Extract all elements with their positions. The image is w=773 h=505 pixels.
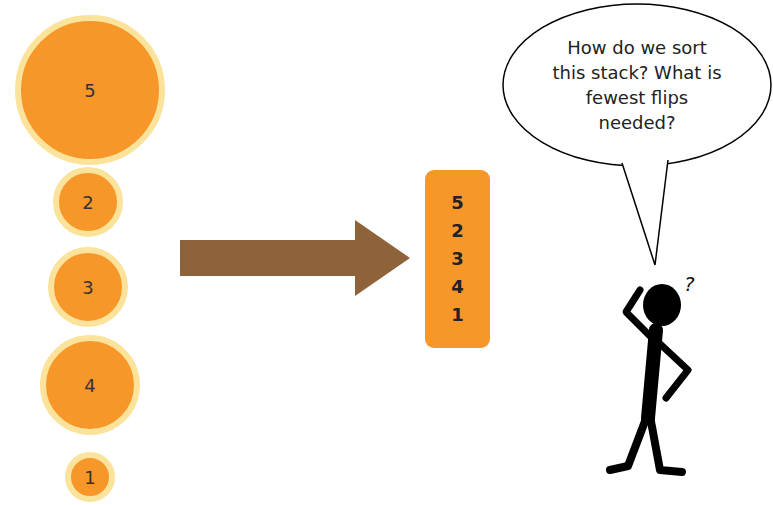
speech-bubble-shape	[502, 3, 772, 167]
pancake: 5	[15, 15, 165, 165]
figure-arm	[658, 342, 688, 398]
pancake: 4	[40, 335, 140, 435]
pancake-text: 5	[84, 80, 95, 101]
pancake: 3	[48, 247, 128, 327]
stack-box-text: 4	[451, 273, 464, 301]
stack-box: 52341	[425, 170, 490, 348]
speech-bubble: How do we sort this stack? What is fewes…	[502, 3, 772, 167]
figure-arm	[626, 290, 652, 338]
stack-box-text: 1	[451, 301, 464, 329]
pancake: 2	[53, 167, 123, 237]
stack-rect	[425, 170, 490, 348]
thought-mark: ?	[684, 272, 695, 296]
pancake-circle	[68, 455, 112, 499]
flow-arrow	[180, 220, 410, 296]
pancake-circle	[43, 338, 137, 432]
pancake-text: 4	[84, 375, 95, 396]
stick-figure	[610, 284, 688, 472]
speech-tail	[622, 160, 668, 265]
pancake-circle	[51, 250, 125, 324]
pancake-text: 1	[84, 467, 95, 488]
pancake-circle	[56, 170, 120, 234]
stack-box-text: 3	[451, 245, 464, 273]
bubble-ellipse	[503, 4, 771, 166]
speech-bubble-text: How do we sort this stack? What is fewes…	[552, 35, 722, 135]
pancake: 1	[65, 452, 115, 502]
pancake-text: 2	[82, 192, 93, 213]
stack-box-text: 2	[451, 217, 464, 245]
stack-box-text: 5	[451, 189, 464, 217]
figure-head	[643, 284, 681, 326]
pancake-circle	[18, 18, 162, 162]
figure-leg	[610, 416, 647, 470]
figure-body	[648, 330, 656, 418]
pancake-text: 3	[82, 277, 93, 298]
figure-leg	[650, 416, 682, 472]
